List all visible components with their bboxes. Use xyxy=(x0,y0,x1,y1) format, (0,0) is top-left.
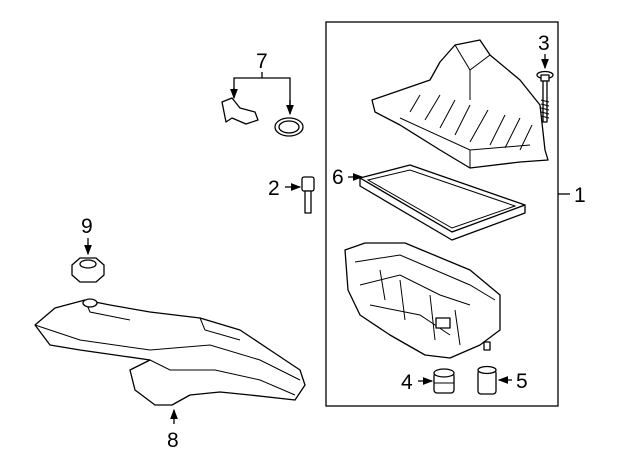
callout-2: 2 xyxy=(268,177,280,200)
nut-part-9[interactable] xyxy=(71,257,105,283)
bolt-part-2[interactable] xyxy=(301,176,315,214)
intake-duct-part-8[interactable] xyxy=(34,298,306,406)
callout-7: 7 xyxy=(256,50,268,73)
air-filter-element[interactable] xyxy=(359,164,526,241)
grommet-part-4[interactable] xyxy=(433,368,455,394)
sensor-part-7[interactable] xyxy=(221,97,259,125)
callout-1: 1 xyxy=(574,184,586,207)
screw-part-3[interactable] xyxy=(536,70,554,123)
air-cleaner-upper-cover[interactable] xyxy=(371,39,549,169)
callout-4: 4 xyxy=(401,371,413,394)
callout-8: 8 xyxy=(167,429,179,452)
air-cleaner-lower-housing[interactable] xyxy=(344,242,501,359)
o-ring-part-7[interactable] xyxy=(274,117,304,137)
callout-9: 9 xyxy=(81,215,93,238)
assembly-box xyxy=(325,21,559,407)
callout-7-bracket xyxy=(233,77,291,112)
bushing-part-5[interactable] xyxy=(477,365,497,395)
callout-3: 3 xyxy=(538,32,550,55)
callout-5: 5 xyxy=(516,370,528,393)
callout-6: 6 xyxy=(332,166,344,189)
